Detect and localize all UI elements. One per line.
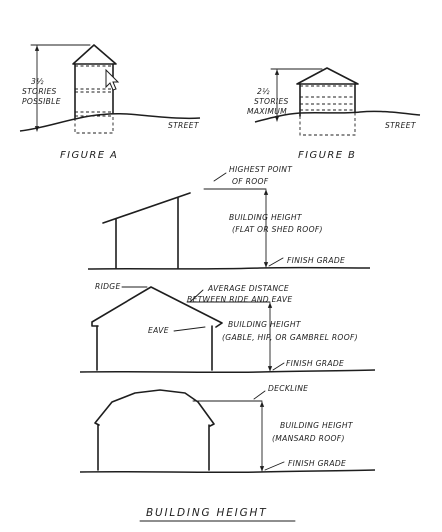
shed-roof-type-label: (FLAT OR SHED ROOF): [232, 225, 323, 234]
deckline-label: DECKLINE: [268, 384, 308, 393]
mansard-roof-type-label: (MANSARD ROOF): [272, 434, 345, 443]
average-distance-label: AVERAGE DISTANCE: [207, 284, 289, 293]
figure-b-stories-number: 2½: [257, 87, 270, 96]
figure-b-stories-word: STORIES: [254, 97, 289, 106]
figure-b-street-label: STREET: [385, 121, 417, 130]
gable-roof: [91, 286, 223, 328]
gable-finish-grade-label: FINISH GRADE: [286, 359, 344, 368]
average-distance-label-line2: BETWEEN RIDE AND EAVE: [187, 295, 292, 304]
shed-finish-grade-label: FINISH GRADE: [287, 256, 345, 265]
figure-a-stories-qualifier: POSSIBLE: [22, 97, 61, 106]
figure-a-street-label: STREET: [168, 121, 200, 130]
mansard-ground: [79, 469, 376, 474]
eave-label: EAVE: [148, 326, 169, 335]
ridge-label: RIDGE: [95, 282, 121, 291]
figure-a-stories-word: STORIES: [22, 87, 57, 96]
gable-ground: [79, 369, 376, 374]
gable-building-height-label: BUILDING HEIGHT: [228, 320, 302, 329]
highest-point-label: HIGHEST POINT: [229, 165, 293, 174]
gable-roof-type-label: (GABLE, HIP, OR GAMBREL ROOF): [222, 333, 358, 342]
mansard-building-height-label: BUILDING HEIGHT: [280, 421, 354, 430]
mouse-pointer-icon: [105, 68, 120, 91]
figure-a-stories-number: 3½: [31, 77, 44, 86]
figure-a-house: [72, 44, 117, 134]
mansard-roof: [94, 389, 215, 427]
mansard-finish-grade-label: FINISH GRADE: [288, 459, 346, 468]
figure-a-caption: FIGURE A: [60, 150, 118, 161]
shed-building-height-label: BUILDING HEIGHT: [229, 213, 303, 222]
figure-b-stories-qualifier: MAXIMUM: [247, 107, 287, 116]
shed-roof: [102, 192, 191, 224]
figure-a-ground: [19, 112, 201, 132]
figure-b-caption: FIGURE B: [298, 150, 356, 161]
gable-roof-section: RIDGE AVERAGE DISTANCE BETWEEN RIDE AND …: [79, 282, 376, 374]
shed-roof-section: HIGHEST POINT OF ROOF BUILDING HEIGHT (F…: [87, 165, 371, 270]
figure-b-house: [296, 67, 359, 136]
diagram-title: BUILDING HEIGHT: [146, 507, 267, 519]
shed-ground: [87, 266, 371, 270]
highest-point-label-line2: OF ROOF: [232, 177, 269, 186]
mansard-roof-section: DECKLINE BUILDING HEIGHT (MANSARD ROOF) …: [79, 384, 376, 474]
figure-b: 2½ STORIES MAXIMUM STREET FIGURE B: [247, 67, 421, 161]
figure-a: 3½ STORIES POSSIBLE STREET FIGURE A: [19, 44, 201, 161]
